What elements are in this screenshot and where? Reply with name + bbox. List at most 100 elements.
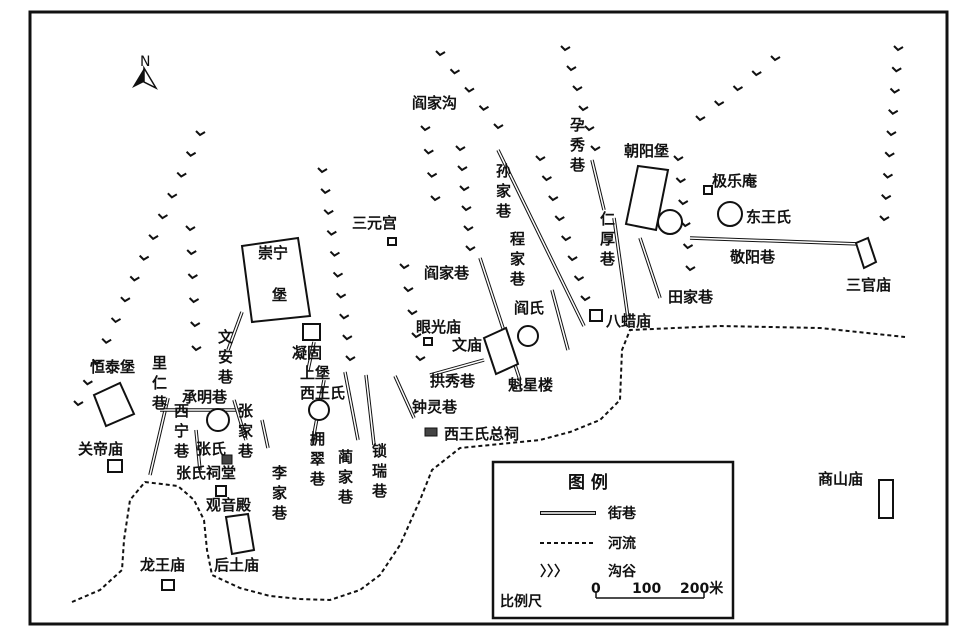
gully-chevron-39 <box>493 123 504 130</box>
legend-river-label: 河流 <box>608 535 636 552</box>
scale-tick-0: 0 <box>591 581 601 597</box>
vlabel-xiningxiang: 西宁巷 <box>173 402 190 460</box>
gully-chevron-47 <box>461 205 472 212</box>
label-zhonglingxiang: 钟灵巷 <box>412 398 458 416</box>
gully-chevron-43 <box>430 195 441 202</box>
chaoyangbao-circle <box>657 209 683 235</box>
gully-chevron-2 <box>92 358 103 365</box>
vlabel-lijiaxiang: 李家巷 <box>271 464 288 522</box>
label-longwangmiao: 龙王庙 <box>139 556 185 574</box>
gully-chevron-26 <box>335 292 347 299</box>
gully-chevron-22 <box>323 209 334 216</box>
vlabel-zhangjiaxiang: 张家巷 <box>237 402 254 460</box>
gully-chevron-70 <box>673 155 684 162</box>
legend-title: 图 例 <box>568 472 608 493</box>
gully-chevron-46 <box>459 185 470 192</box>
street-segment-2 <box>227 311 243 351</box>
gully-chevron-69 <box>879 215 890 222</box>
gully-chevron-23 <box>326 229 337 236</box>
gully-chevron-83 <box>580 295 591 302</box>
label-dongwangshi: 东王氏 <box>746 208 791 226</box>
gully-chevron-31 <box>403 286 414 293</box>
hengtaibao-fort <box>92 381 136 428</box>
gully-chevron-41 <box>423 148 434 155</box>
xiwangshizongci-shape <box>424 427 438 437</box>
yanshi-circle <box>517 325 539 347</box>
gully-chevron-68 <box>881 194 892 201</box>
legend-street-label: 街巷 <box>607 505 637 522</box>
bazhamiao-shape <box>589 309 603 322</box>
gully-chevron-3 <box>101 337 112 344</box>
label-guandimiao: 关帝庙 <box>78 440 123 458</box>
gully-chevron-36 <box>449 68 461 75</box>
yanguangmiao-shape <box>423 337 433 346</box>
sanyuangong-shape <box>387 237 397 246</box>
gully-chevron-14 <box>185 225 196 232</box>
vlabel-yunxiuxiang: 孕秀巷 <box>569 116 586 174</box>
gully-chevron-37 <box>464 86 475 93</box>
gully-chevron-75 <box>685 265 696 272</box>
shangshanmiao-shape <box>878 479 894 519</box>
gully-chevron-33 <box>411 332 422 339</box>
street-segment-6 <box>365 374 375 446</box>
zhangshicitang-shape <box>221 454 233 465</box>
gully-chevron-52 <box>572 85 583 92</box>
gully-chevron-15 <box>186 249 197 256</box>
gully-chevron-10 <box>167 192 178 199</box>
legend-gully-symbol: 〉〉〉 <box>540 564 568 580</box>
gully-chevron-40 <box>420 125 431 132</box>
river-lines <box>71 324 906 603</box>
label-kuixinglou: 魁星楼 <box>508 376 553 394</box>
gully-chevron-9 <box>157 213 168 220</box>
longwangmiao-shape <box>161 579 175 591</box>
gully-chevron-30 <box>399 263 410 270</box>
buildings <box>92 164 894 591</box>
vlabel-sunjiaxiang: 孙家巷 <box>495 162 512 220</box>
gully-chevron-66 <box>884 151 895 158</box>
map-frame <box>28 10 949 626</box>
scale-tick-200: 200米 <box>680 580 724 597</box>
gully-chevron-74 <box>682 243 694 250</box>
gully-chevron-50 <box>560 45 571 52</box>
gully-chevron-62 <box>891 66 902 73</box>
gully-chevron-51 <box>566 65 577 72</box>
vlabel-lirenxiang: 里仁巷 <box>151 354 168 412</box>
vlabel-suoruixiang: 锁瑞巷 <box>371 442 388 500</box>
gully-chevron-44 <box>455 145 466 152</box>
gully-chevron-53 <box>578 105 589 112</box>
gully-chevron-0 <box>73 400 84 407</box>
gully-chevron-61 <box>893 45 904 52</box>
street-segment-3 <box>261 419 269 449</box>
street-segment-18 <box>195 429 201 471</box>
gully-chevron-80 <box>561 235 572 242</box>
gully-chevron-18 <box>190 321 201 328</box>
label-xiwangshi: 西王氏 <box>300 384 345 402</box>
place-labels: 恒泰堡 关帝庙 龙王庙 后土庙 观音殿 张氏祠堂 张氏 承明巷 西王氏 三元宫 … <box>78 94 891 574</box>
label-yanjiagou: 阎家沟 <box>412 94 457 112</box>
gully-chevron-60 <box>770 55 781 62</box>
chaoyangbao-fort <box>624 164 670 232</box>
gully-chevron-42 <box>426 171 438 178</box>
legend-gully-label: 沟谷 <box>608 563 637 580</box>
label-tianjiaxiang: 田家巷 <box>668 288 714 306</box>
gully-chevron-29 <box>345 355 356 362</box>
label-shangshanmiao: 商山庙 <box>818 470 863 488</box>
guandimiao-shape <box>107 459 123 473</box>
street-segment-8 <box>429 359 485 376</box>
label-ningu-shangbao: 凝固上堡 <box>292 344 330 382</box>
chongningbao-fort <box>240 236 312 324</box>
gully-chevron-27 <box>339 313 350 320</box>
gully-chevron-32 <box>407 309 418 316</box>
gully-chevron-5 <box>120 296 131 303</box>
street-segment-14 <box>639 237 661 299</box>
street-segment-15 <box>689 237 861 245</box>
label-hengtaibao: 恒泰堡 <box>90 358 135 376</box>
gully-chevron-56 <box>695 115 706 122</box>
gully-chevron-8 <box>148 234 159 241</box>
gully-chevron-63 <box>889 87 901 94</box>
street-segment-17 <box>233 399 247 441</box>
legend: 图 例 街巷 河流 〉〉〉 沟谷 比例尺 0 100 200米 <box>491 460 735 620</box>
label-jingyangxiang: 敬阳巷 <box>729 248 776 266</box>
